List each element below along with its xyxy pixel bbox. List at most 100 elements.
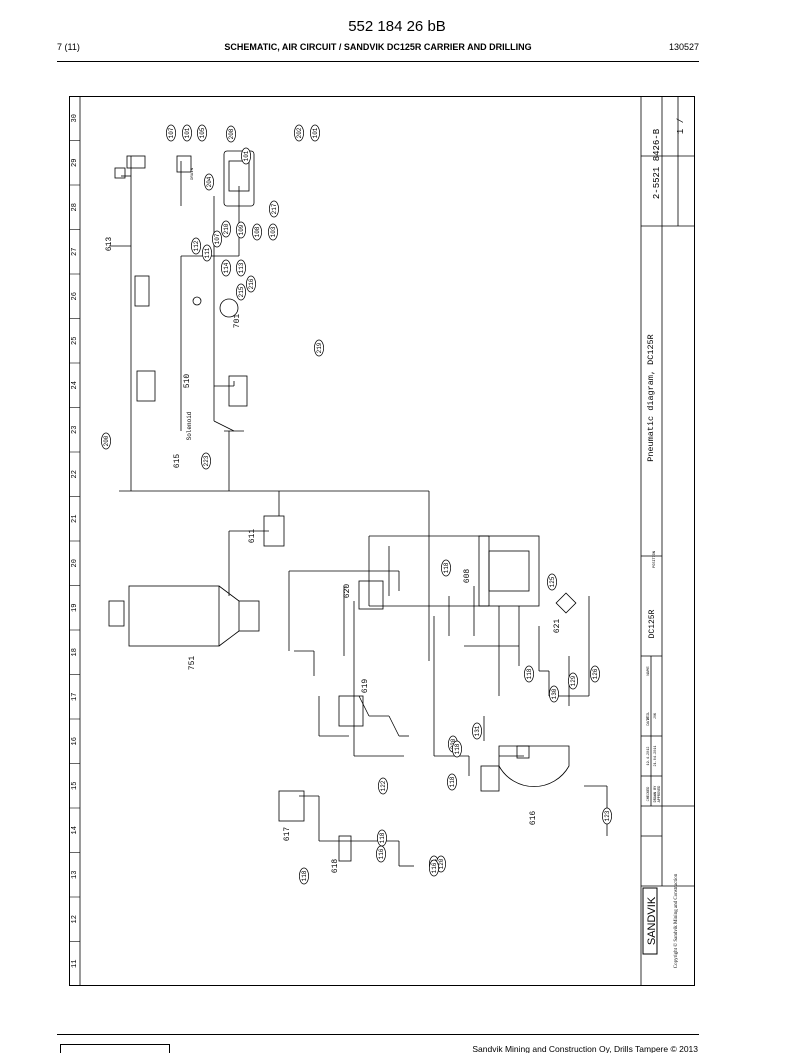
grid-column-label: 23 [71, 426, 79, 434]
component-label-617: 617 [283, 827, 292, 842]
footer-rule [57, 1034, 699, 1035]
item-balloon-number: 130 [551, 688, 558, 699]
item-balloon-number: 219 [316, 342, 323, 353]
grid-column-label: 17 [71, 693, 79, 701]
item-balloon-number: 103 [270, 226, 277, 237]
valve-613-symbol [114, 167, 126, 179]
item-balloon: 118 [447, 773, 457, 791]
item-balloon-number: 118 [526, 668, 533, 679]
motor-inner [228, 160, 250, 192]
item-balloon: 112 [191, 237, 201, 255]
item-balloon: 108 [252, 223, 262, 241]
component-label-620: 620 [343, 584, 352, 599]
item-balloon-number: 215 [238, 286, 245, 297]
filter-top-symbol [126, 155, 146, 169]
col-name-label: NAME [647, 666, 651, 676]
tank-drain-valve [480, 765, 500, 792]
compressor-608-box [478, 535, 540, 607]
grid-column-label: 29 [71, 159, 79, 167]
dust-collector-751 [128, 585, 220, 647]
item-balloon-number: 210 [223, 223, 230, 234]
item-balloon-number: 116 [431, 862, 438, 873]
grid-column-label: 14 [71, 826, 79, 834]
item-balloon: 123 [602, 807, 612, 825]
title-block-brand: SANDVIK [646, 896, 658, 945]
item-balloon-number: 125 [549, 576, 556, 587]
drain-label: DRAIN [191, 167, 195, 180]
valve-613b-symbol [134, 275, 150, 307]
item-balloon-number: 118 [449, 776, 456, 787]
receiver-tank-616 [498, 745, 570, 787]
item-balloon-number: 107 [168, 127, 175, 138]
component-label-701: 701 [233, 314, 242, 329]
item-balloon-number: 112 [193, 240, 200, 251]
item-balloon-number: 108 [254, 226, 261, 237]
item-balloon-number: 118 [301, 870, 308, 881]
col-date-label: DATE [647, 716, 651, 726]
item-balloon: 107 [166, 124, 176, 142]
item-balloon-number: 113 [238, 262, 245, 273]
item-balloon-number: 202 [296, 127, 303, 138]
grid-column-label: 30 [71, 114, 79, 122]
grid-column-label: 16 [71, 737, 79, 745]
checked-name: VTIL [647, 712, 651, 720]
item-balloon-number: 114 [223, 262, 230, 273]
footer-text: Sandvik Mining and Construction Oy, Dril… [472, 1044, 698, 1053]
grid-ticks [69, 140, 80, 942]
item-balloon-number: 101 [184, 127, 191, 138]
footer-logo [60, 1044, 170, 1053]
item-balloon-number: 101 [312, 127, 319, 138]
item-balloon-number: 129 [570, 675, 577, 686]
regulator-701-symbol [219, 298, 239, 318]
item-balloon: 210 [221, 220, 231, 238]
item-balloon-number: 116 [378, 848, 385, 859]
item-balloon: 130 [549, 685, 559, 703]
item-balloon-number: 223 [203, 455, 210, 466]
item-balloon: 216 [246, 275, 256, 293]
grid-column-label: 26 [71, 292, 79, 300]
component-label-621: 621 [553, 619, 562, 634]
item-balloon: 202 [294, 124, 304, 142]
component-label-608: 608 [463, 569, 472, 584]
item-balloon: 118 [524, 665, 534, 683]
drain-symbol [176, 155, 192, 173]
component-label-615: 615 [173, 454, 182, 469]
checked-date: 19.4.2012 [647, 747, 651, 766]
dust-collector-cone [238, 600, 260, 632]
item-balloon: 103 [268, 223, 278, 241]
row-approved-label: APPROVED [658, 786, 662, 803]
grid-column-label: 12 [71, 915, 79, 923]
row-checked-label: CHECKED [647, 787, 651, 802]
component-label-616: 616 [529, 811, 538, 826]
item-balloon: 113 [236, 259, 246, 277]
item-balloon: 126 [590, 665, 600, 683]
fan-symbol [108, 600, 125, 627]
item-balloon: 204 [204, 173, 214, 191]
item-balloon-number: 126 [592, 668, 599, 679]
item-balloon: 219 [314, 339, 324, 357]
grid-column-label: 24 [71, 381, 79, 389]
item-balloon-number: 118 [379, 832, 386, 843]
footer: Sandvik Mining and Construction Oy, Dril… [60, 1040, 698, 1053]
motor-symbol [223, 150, 255, 207]
item-balloon-number: 208 [228, 128, 235, 139]
component-label-611: 611 [248, 529, 257, 544]
component-label-613: 613 [105, 237, 114, 252]
grid-column-label: 11 [71, 960, 79, 968]
drawing-number: 2-5521 8426-B [652, 128, 662, 199]
item-balloon: 217 [269, 200, 279, 218]
item-balloon: 116 [429, 859, 439, 877]
item-balloon: 101 [310, 124, 320, 142]
item-balloon-number: 216 [248, 278, 255, 289]
item-balloon: 208 [226, 125, 236, 143]
grid-column-label: 22 [71, 470, 79, 478]
valve-617-symbol [278, 790, 305, 822]
item-balloon: 101 [182, 124, 192, 142]
drawn-name: JVK [654, 712, 658, 719]
valve-510-left [136, 370, 156, 402]
item-balloon: 118 [377, 829, 387, 847]
item-balloon-number: 204 [206, 176, 213, 187]
tank-filter [516, 745, 530, 759]
